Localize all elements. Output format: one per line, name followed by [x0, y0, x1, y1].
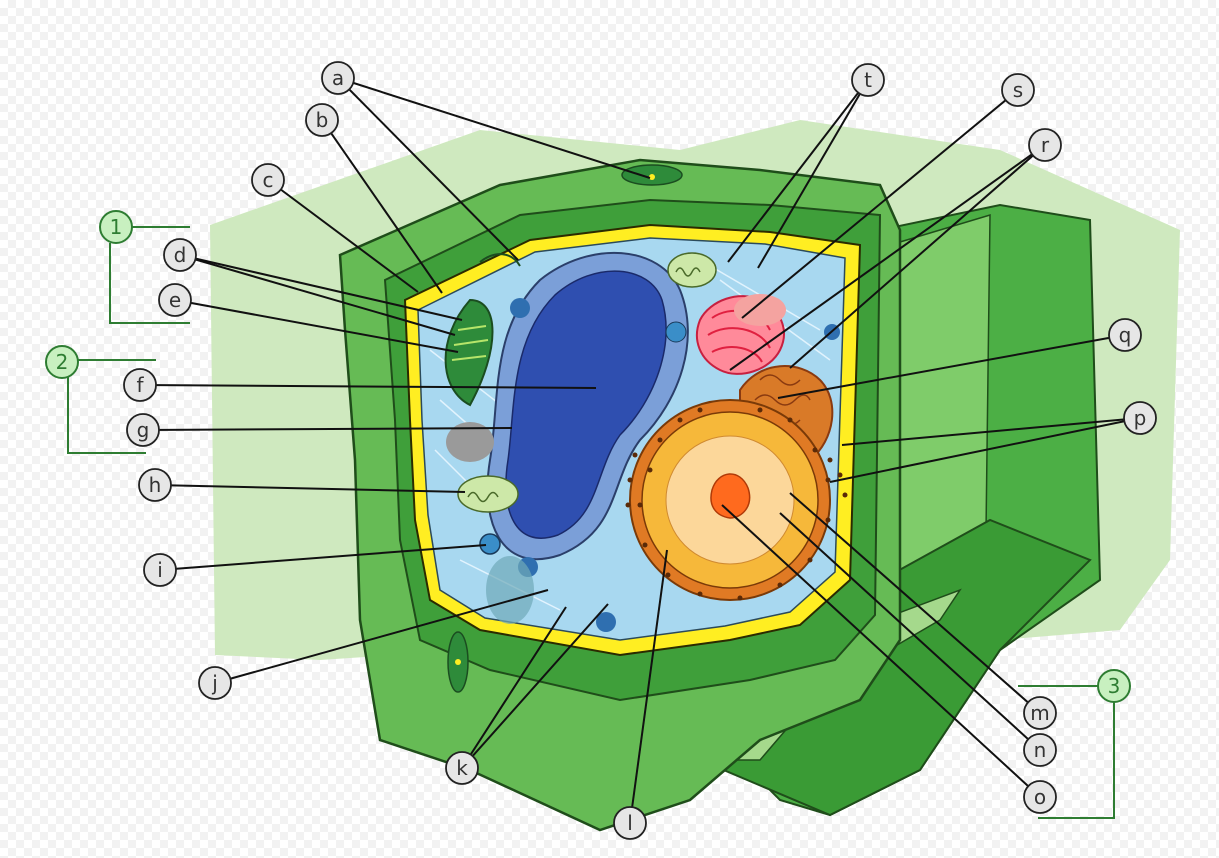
label-q: q [1119, 323, 1132, 347]
label-f: f [136, 373, 144, 397]
label-e: e [169, 288, 181, 312]
label-d: d [174, 243, 187, 267]
label-k: k [456, 756, 468, 780]
label-i: i [157, 558, 163, 582]
label-c: c [263, 168, 274, 192]
grey-blue-vacuole [486, 556, 534, 624]
label-g: g [137, 418, 150, 442]
plasmodesma-bottom-pore [455, 659, 461, 665]
label-b: b [316, 108, 329, 132]
label-n: n [1034, 738, 1047, 762]
label-s: s [1013, 78, 1023, 102]
label-j: j [211, 671, 218, 695]
peroxisome [666, 322, 686, 342]
peroxisome-i [480, 534, 500, 554]
group-3-label: 3 [1108, 674, 1121, 698]
label-o: o [1034, 785, 1046, 809]
label-p: p [1134, 406, 1147, 430]
label-t: t [864, 68, 872, 92]
label-h: h [149, 473, 162, 497]
group-1-label: 1 [110, 215, 123, 239]
mitochondrion-top [668, 253, 716, 287]
label-r: r [1041, 133, 1050, 157]
mitochondrion-left [458, 476, 518, 512]
golgi-vesicle-pink [734, 294, 786, 326]
label-l: l [627, 811, 633, 835]
label-m: m [1030, 701, 1049, 725]
label-a: a [332, 66, 344, 90]
vesicle-1 [510, 298, 530, 318]
group-2-label: 2 [56, 350, 69, 374]
